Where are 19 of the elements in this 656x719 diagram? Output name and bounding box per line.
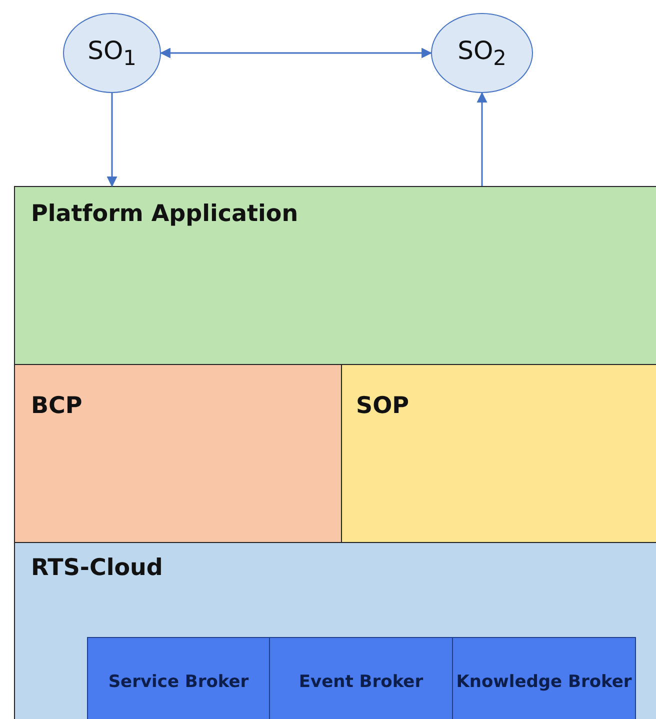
arrow [476,92,488,186]
node-label: BCP [31,393,82,419]
node-label: SOP [356,393,409,419]
node-label: RTS-Cloud [31,555,163,581]
arrow [106,93,118,188]
layer-box [14,542,656,719]
node-label: Event Broker [298,670,424,694]
node-label: Platform Application [31,201,298,227]
layer-box [14,186,656,365]
layer-box [14,364,342,543]
layer-box [341,364,656,543]
node-label: Service Broker [108,670,249,694]
arrow [160,48,432,58]
broker-box [87,637,270,719]
node-label: Knowledge Broker [456,670,632,694]
broker-box [269,637,453,719]
node-label: SO$_{2}$ [458,36,506,70]
broker-box [452,637,636,719]
node-label: SO$_{1}$ [88,36,136,70]
